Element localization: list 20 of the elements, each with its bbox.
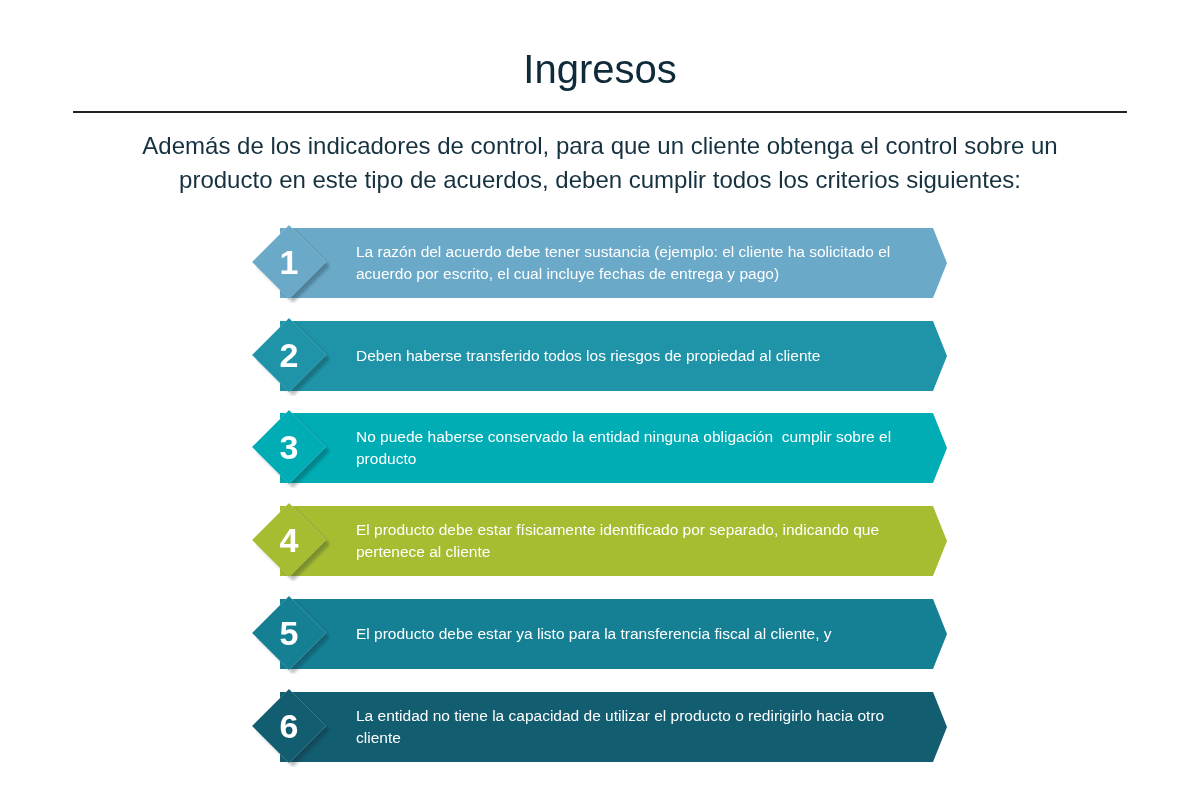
criterion-text: El producto debe estar ya listo para la transferencia fiscal al cliente, y — [356, 623, 832, 644]
step-number: 1 — [279, 243, 299, 281]
step-number: 5 — [279, 613, 299, 652]
step-diamond — [252, 503, 330, 582]
step-diamond — [252, 688, 330, 767]
intro-paragraph: Además de los indicadores de control, para que un cliente obtenga el control sobre un producto en este tipo de acuerdos, deben cumplir todos los criterios siguientes: — [141, 131, 1059, 195]
step-diamond — [252, 225, 330, 303]
page-title: Ingresos — [522, 46, 678, 93]
step-number: 3 — [279, 428, 299, 467]
criterion-text: No puede haberse conservado la entidad ninguna obligación cumplir sobre el producto — [356, 427, 893, 470]
criterion-text: Deben haberse transferido todos los riesgos de propiedad al cliente — [356, 345, 821, 366]
step-number: 6 — [279, 706, 299, 745]
step-diamond — [252, 595, 330, 674]
step-diamond — [252, 410, 330, 489]
criterion-text: El producto debe estar físicamente identificado por separado, indicando que pertenece al cliente — [356, 520, 881, 563]
step-diamond — [252, 317, 330, 396]
step-number: 4 — [279, 521, 299, 560]
step-number: 2 — [279, 335, 299, 374]
criterion-text: La razón del acuerdo debe tener sustancia (ejemplo: el cliente ha solicitado el acuerdo por escrito, el cual incluye fechas de entrega y pago) — [356, 242, 892, 284]
criterion-text: La entidad no tiene la capacidad de utilizar el producto o redirigirlo hacia otro cliente — [356, 705, 886, 748]
